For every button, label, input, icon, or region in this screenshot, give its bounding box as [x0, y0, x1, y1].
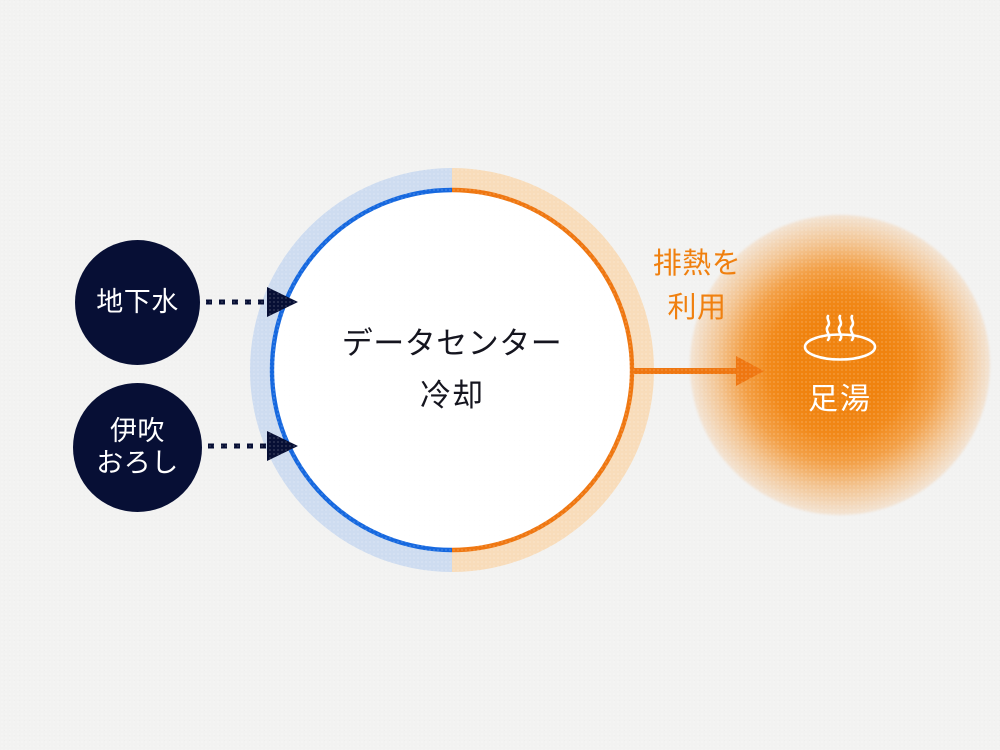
ring-cool-stroke	[269, 187, 453, 553]
source-bubble-groundwater[interactable]: 地下水	[75, 240, 200, 365]
center-label: データセンター 冷却	[252, 318, 652, 422]
waste-heat-caption: 排熱を 利用	[632, 242, 762, 330]
waste-heat-caption-line1: 排熱を	[652, 248, 742, 280]
source-bubble-ibuki-oroshi-label-line1: 伊吹	[110, 415, 165, 446]
output-footbath-label: 足湯	[808, 383, 872, 416]
onsen-hot-spring-icon	[803, 314, 877, 361]
source-bubble-ibuki-oroshi[interactable]: 伊吹 おろし	[73, 383, 202, 512]
center-label-line1: データセンター	[341, 326, 563, 361]
source-bubble-groundwater-label: 地下水	[96, 286, 179, 317]
output-footbath[interactable]: 足湯	[760, 310, 920, 418]
connector-center-to-footbath	[630, 356, 764, 386]
ring-inner-disc	[273, 191, 631, 549]
source-bubble-ibuki-oroshi-label-line2: おろし	[96, 447, 179, 478]
waste-heat-caption-line2: 利用	[667, 292, 727, 325]
center-label-line2: 冷却	[420, 378, 484, 414]
